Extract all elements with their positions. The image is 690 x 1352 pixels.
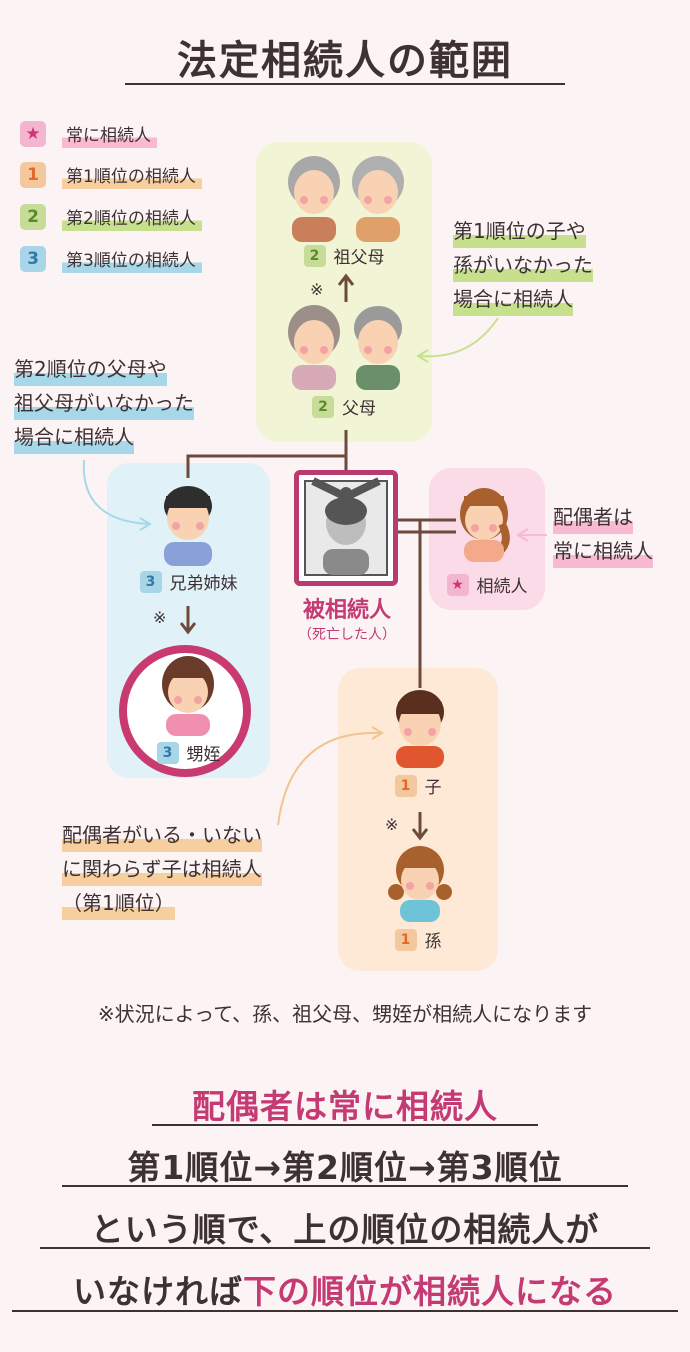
note-line: （第1順位） <box>62 886 175 920</box>
legend-item-always: ★ 常に相続人 <box>20 120 157 148</box>
parents-label: 2 父母 <box>256 394 432 419</box>
nephews-text: 甥姪 <box>186 745 221 765</box>
asterisk-mark: ※ <box>153 608 167 627</box>
asterisk-mark: ※ <box>310 280 324 299</box>
child-text: 子 <box>424 778 442 798</box>
legend-label: 第3順位の相続人 <box>62 245 202 273</box>
note-line: 場合に相続人 <box>453 282 573 316</box>
summary-line-1: 配偶者は常に相続人 <box>192 1087 498 1126</box>
note-line: に関わらず子は相続人 <box>62 852 262 886</box>
sibling-icon <box>164 486 212 566</box>
rank-1-badge-icon: 1 <box>394 928 417 951</box>
summary-line-3: という順で、上の順位の相続人が <box>90 1210 600 1249</box>
note-line: 第2順位の父母や <box>14 352 167 386</box>
note-line: 第1順位の子や <box>453 214 586 248</box>
deceased-sublabel: （死亡した人） <box>298 627 396 643</box>
note-spouse: 配偶者は 常に相続人 <box>553 500 653 568</box>
summary-line-4-prefix: いなければ <box>73 1272 243 1311</box>
legend-item-first: 1 第1順位の相続人 <box>20 161 202 189</box>
note-line: 場合に相続人 <box>14 420 134 454</box>
summary-underline <box>152 1124 538 1126</box>
note-line: 孫がいなかった <box>453 248 593 282</box>
note-line: 配偶者は <box>553 500 633 534</box>
rank-3-badge-icon: 3 <box>20 246 46 272</box>
grandchild-text: 孫 <box>424 932 442 952</box>
deceased-label: 被相続人 <box>302 598 391 623</box>
rank-2-badge-icon: 2 <box>303 244 326 267</box>
summary-line-2: 第1順位→第2順位→第3順位 <box>127 1148 563 1187</box>
note-line: 常に相続人 <box>553 534 653 568</box>
summary-line-4: いなければ下の順位が相続人になる <box>0 1265 690 1313</box>
asterisk-mark: ※ <box>385 815 399 834</box>
deceased-portrait-icon <box>304 477 388 576</box>
legend-label: 第2順位の相続人 <box>62 203 202 231</box>
siblings-label: 3 兄弟姉妹 <box>107 569 270 594</box>
rank-2-badge-icon: 2 <box>20 204 46 230</box>
star-badge-icon: ★ <box>446 573 469 596</box>
parents-text: 父母 <box>342 399 376 419</box>
legend-item-second: 2 第2順位の相続人 <box>20 203 202 231</box>
spouse-text: 相続人 <box>476 577 528 597</box>
legend-label: 常に相続人 <box>62 120 157 148</box>
summary-underline <box>12 1310 678 1312</box>
rank-3-badge-icon: 3 <box>139 570 162 593</box>
spouse-label: ★ 相続人 <box>429 572 545 597</box>
rank-1-badge-icon: 1 <box>394 774 417 797</box>
nephews-label: 3 甥姪 <box>107 740 270 765</box>
child-icon <box>396 690 444 768</box>
note-second-order: 第2順位の父母や 祖父母がいなかった 場合に相続人 <box>14 352 194 454</box>
rank-1-badge-icon: 1 <box>20 162 46 188</box>
grandparents-label: 2 祖父母 <box>256 243 432 268</box>
footnote: ※状況によって、孫、祖父母、甥姪が相続人になります <box>97 1002 593 1026</box>
legend-label: 第1順位の相続人 <box>62 161 202 189</box>
rank-2-badge-icon: 2 <box>312 395 334 418</box>
legend-item-third: 3 第3順位の相続人 <box>20 245 202 273</box>
note-child: 配偶者がいる・いない に関わらず子は相続人 （第1順位） <box>62 818 262 920</box>
grandchild-label: 1 孫 <box>338 927 498 952</box>
spouse-icon <box>460 488 510 562</box>
parents-panel <box>256 142 432 442</box>
summary-line-4-highlight: 下の順位が相続人になる <box>243 1272 617 1311</box>
nephew-niece-icon <box>162 656 214 736</box>
deceased-frame <box>294 470 398 586</box>
parents-icon <box>288 305 402 390</box>
rank-3-badge-icon: 3 <box>156 741 179 764</box>
grandchild-icon <box>388 846 452 922</box>
summary-underline <box>40 1247 650 1249</box>
note-first-order: 第1順位の子や 孫がいなかった 場合に相続人 <box>453 214 593 316</box>
child-label: 1 子 <box>338 773 498 798</box>
note-line: 祖父母がいなかった <box>14 386 194 420</box>
grandparents-icon <box>288 156 404 242</box>
page-title: 法定相続人の範囲 <box>177 38 513 84</box>
summary-underline <box>62 1185 628 1187</box>
note-line: 配偶者がいる・いない <box>62 818 262 852</box>
star-badge-icon: ★ <box>20 121 46 147</box>
title-underline <box>125 83 565 85</box>
grandparents-text: 祖父母 <box>333 248 385 268</box>
siblings-text: 兄弟姉妹 <box>169 574 238 594</box>
